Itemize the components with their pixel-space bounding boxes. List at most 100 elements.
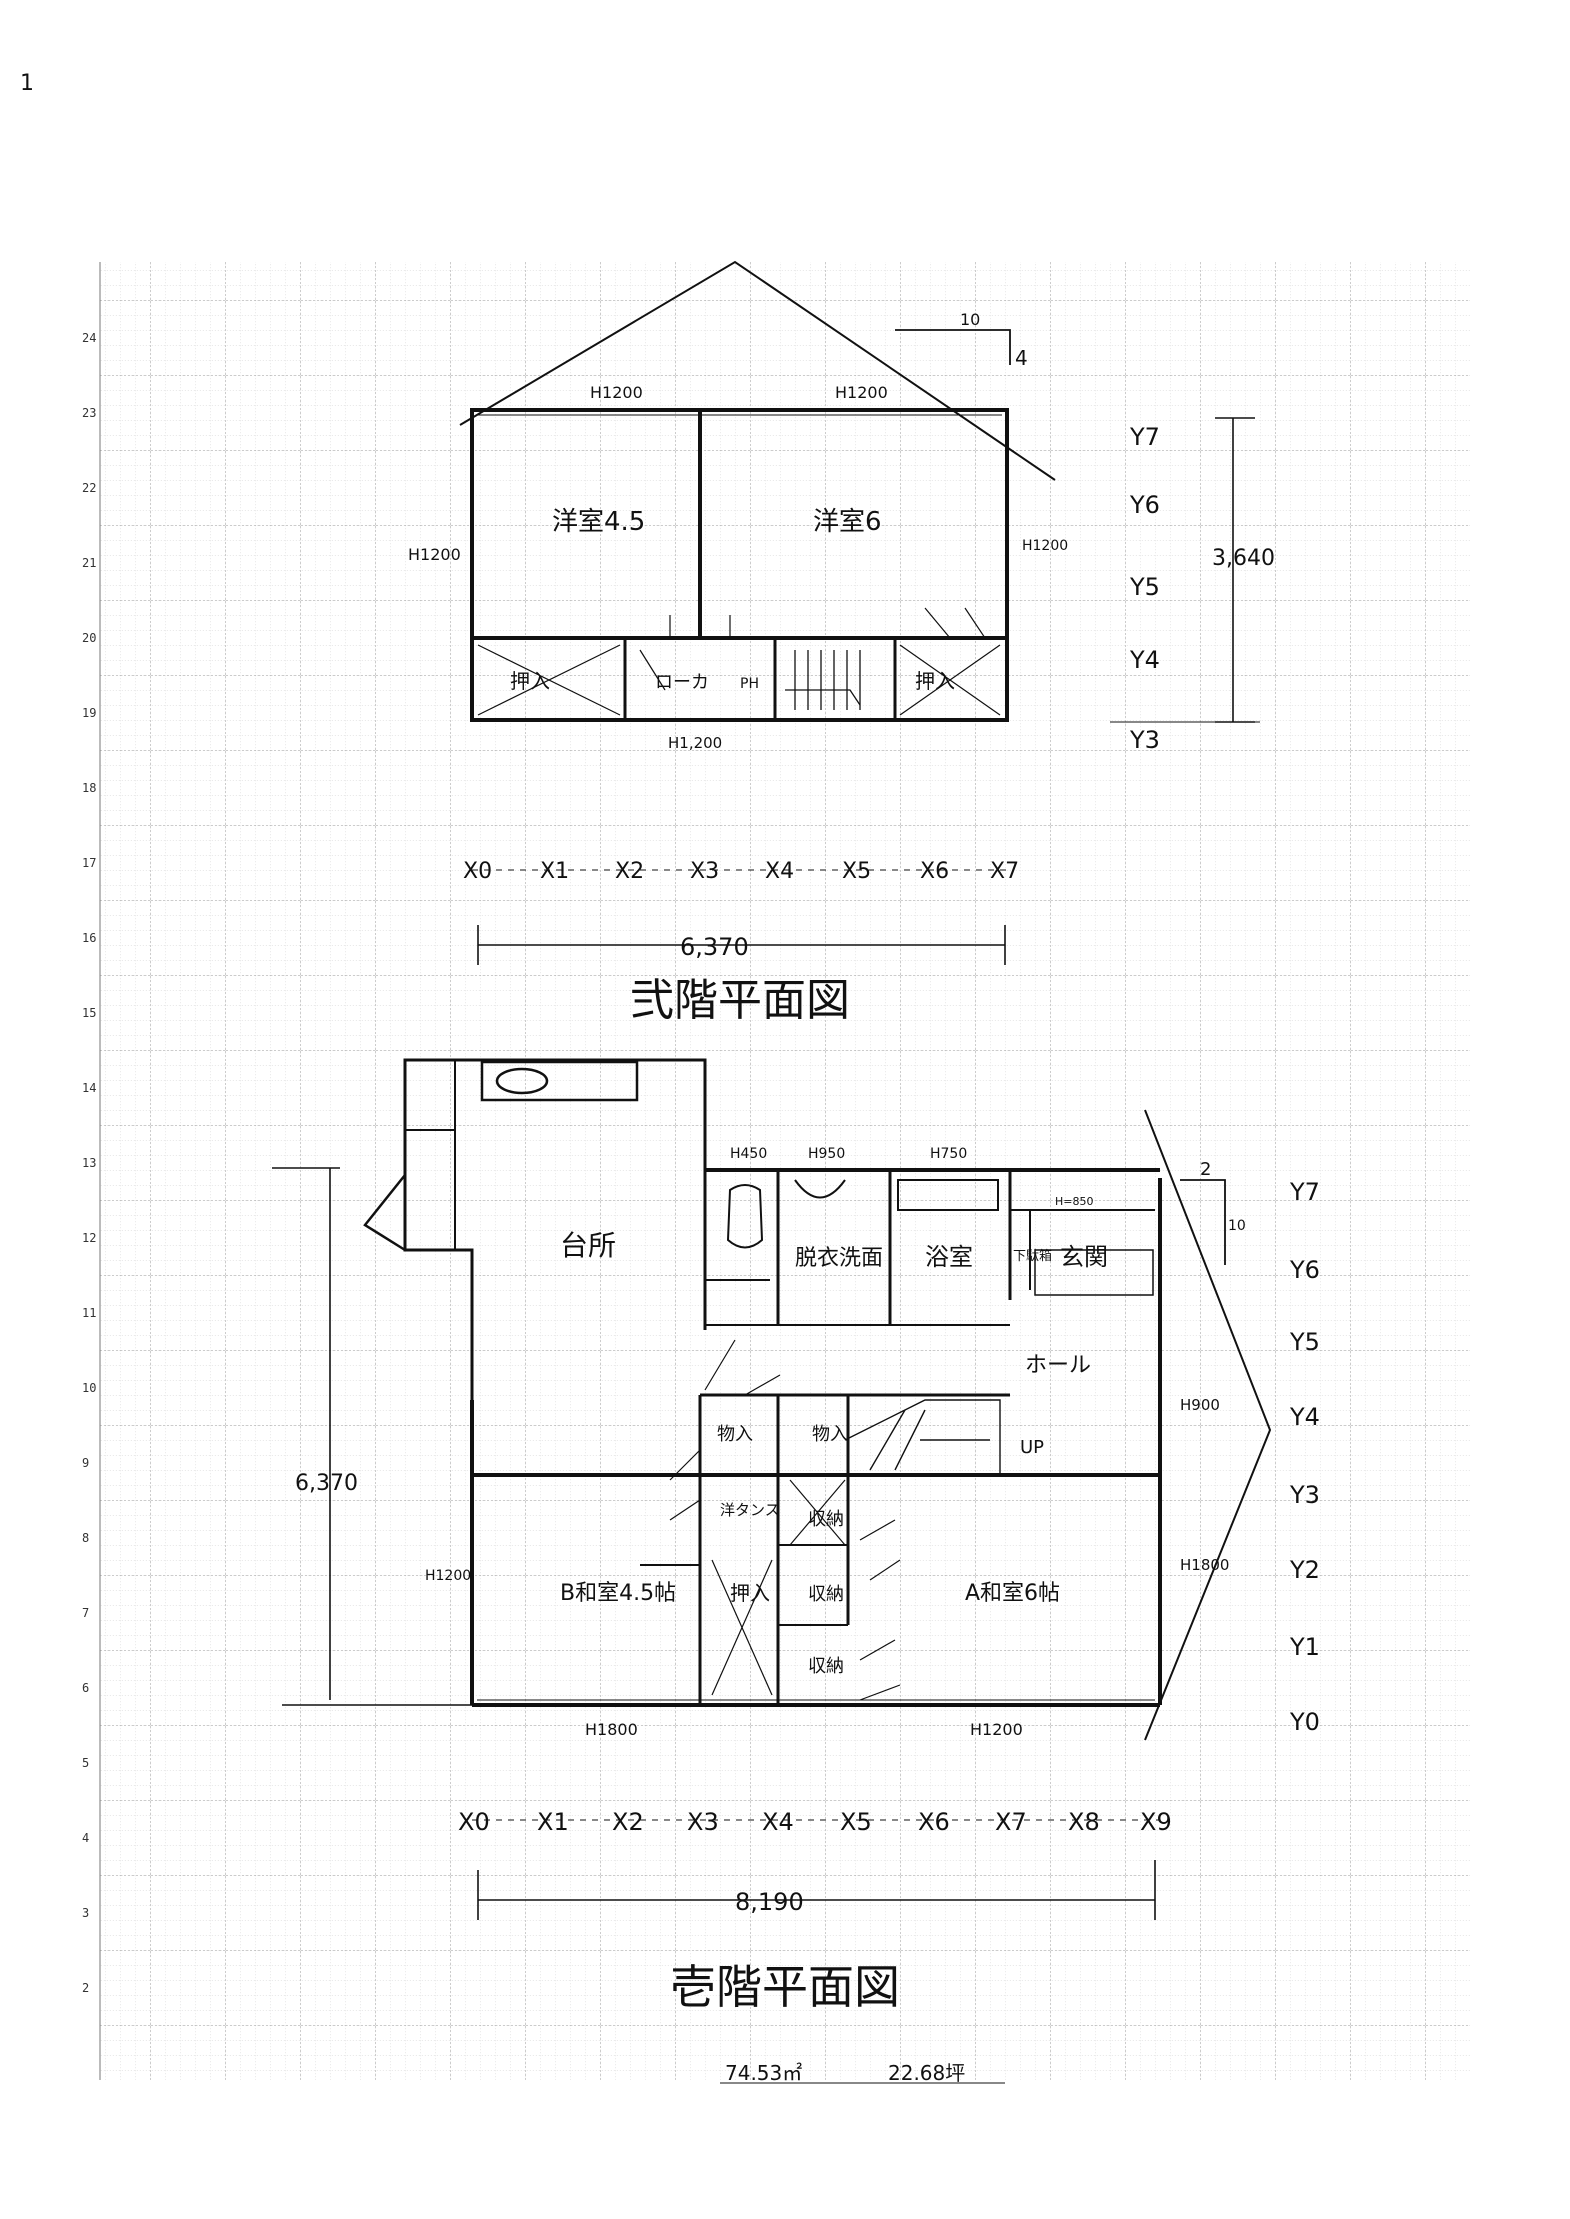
axis-label-x: X5 [840,1808,872,1836]
bathtub [897,1179,999,1211]
roof-pitch-marker [1180,1179,1226,1265]
pitch-rise: 4 [1015,346,1028,370]
axis-label-x: X0 [463,859,492,884]
height-dimension: 6,370 [295,1471,358,1496]
door-swing [859,1639,901,1701]
opening-label: H750 [930,1146,967,1162]
room-label-closet: 押入 [730,1581,770,1605]
corner-mark: 1 [20,71,34,96]
first-floor-labels: 台所 脱衣洗面 浴室 下駄箱 玄関 ホール 物入 物入 UP 洋タンス 押入 収… [295,1146,1320,2085]
door-swing [704,1339,781,1396]
axis-label-x: X0 [458,1808,490,1836]
axis-label-x: X2 [612,1808,644,1836]
closet-x [899,644,1001,716]
row-number: 6 [82,1681,89,1695]
footer-area-tsubo: 22.68坪 [888,2061,965,2085]
axis-label-x: X3 [690,859,719,884]
room-label-western-4-5: 洋室4.5 [552,507,645,537]
pitch-run: 10 [960,310,980,329]
row-number: 9 [82,1456,89,1470]
axis-label-x: X4 [765,859,794,884]
row-number: 12 [82,1231,96,1245]
room-label-closet-right: 押入 [915,669,955,693]
second-floor-plan [459,260,1260,965]
room-label-hall: ホール [1025,1353,1091,1378]
row-number: 4 [82,1831,89,1845]
room-label-ps: PH [740,676,759,692]
axis-label-y: Y3 [1289,1481,1320,1509]
stair-up-label: UP [1020,1437,1044,1458]
pitch-rise: 10 [1228,1218,1246,1234]
roof-pitch-marker [895,329,1011,365]
axis-label-y: Y6 [1129,491,1160,519]
sink-bowl [495,1067,549,1095]
opening-label: H1200 [1022,538,1068,554]
door-swing [924,607,986,639]
axis-label-x: X1 [540,859,569,884]
width-dimension: 8,190 [735,1888,804,1916]
opening-label: H1200 [408,545,461,564]
room-label-storage-b: 収納 [808,1584,844,1605]
grid-row-numbers: 24 23 22 21 20 19 18 17 16 15 14 13 12 1… [82,331,96,1995]
axis-label-x: X4 [762,1808,794,1836]
axis-label-x: X6 [920,859,949,884]
room-label-storage-2: 物入 [812,1424,848,1445]
row-number: 23 [82,406,96,420]
axis-label-y: Y4 [1129,646,1160,674]
axis-label-x: X7 [995,1808,1027,1836]
axis-label-y: Y7 [1129,423,1160,451]
row-number: 22 [82,481,96,495]
axis-label-x: X9 [1140,1808,1172,1836]
room-label-corridor: ローカ [655,672,709,693]
roof-outline [459,260,1056,481]
room-label-entrance: 玄関 [1060,1243,1108,1271]
axis-label-x: X1 [537,1808,569,1836]
room-label-western-6: 洋室6 [813,507,882,537]
closet-x [477,644,621,716]
entrance-step [1034,1249,1154,1296]
row-number: 19 [82,706,96,720]
row-number: 24 [82,331,96,345]
row-number: 16 [82,931,96,945]
axis-label-x: X8 [1068,1808,1100,1836]
opening-label: H1200 [835,383,888,402]
opening-label: H950 [808,1146,845,1162]
door-swing [669,615,731,638]
room-label-kitchen: 台所 [560,1229,616,1262]
row-number: 13 [82,1156,96,1170]
opening-label: H1200 [590,383,643,402]
room-label-room-a: A和室6帖 [965,1581,1060,1606]
toilet [726,1184,764,1249]
row-number: 21 [82,556,96,570]
first-floor-title: 壱階平面図 [670,1960,900,2014]
first-floor-plan [272,1058,1272,2084]
axis-label-y: Y5 [1129,573,1160,601]
door-swing [639,649,666,691]
room-label-closet-left: 押入 [510,669,550,693]
row-number: 17 [82,856,96,870]
row-number: 2 [82,1981,89,1995]
width-dimension: 6,370 [680,933,749,961]
axis-label-x: X6 [918,1808,950,1836]
axis-label-y: Y0 [1289,1708,1320,1736]
axis-label-x: X7 [990,859,1019,884]
room-label-wardrobe: 洋タンス [720,1501,780,1519]
opening-label: H900 [1180,1396,1220,1414]
second-floor-title: 弐階平面図 [630,975,850,1026]
second-floor-outline [470,408,1009,722]
row-number: 11 [82,1306,96,1320]
row-number: 15 [82,1006,96,1020]
opening-label: H450 [730,1146,767,1162]
pitch-run: 2 [1200,1159,1211,1180]
room-label-shoe-box: 下駄箱 [1013,1248,1052,1264]
kitchen-outline [403,1058,707,1400]
second-floor-labels: 洋室4.5 洋室6 押入 ローカ PH 押入 H1200 H1200 H1200… [408,310,1275,1026]
row-number: 8 [82,1531,89,1545]
roof-outline [1144,1109,1272,1741]
wash-basin [794,1179,846,1199]
room-label-room-b: B和室4.5帖 [560,1581,676,1606]
axis-label-y: Y2 [1289,1556,1320,1584]
row-number: 10 [82,1381,96,1395]
row-number: 5 [82,1756,89,1770]
